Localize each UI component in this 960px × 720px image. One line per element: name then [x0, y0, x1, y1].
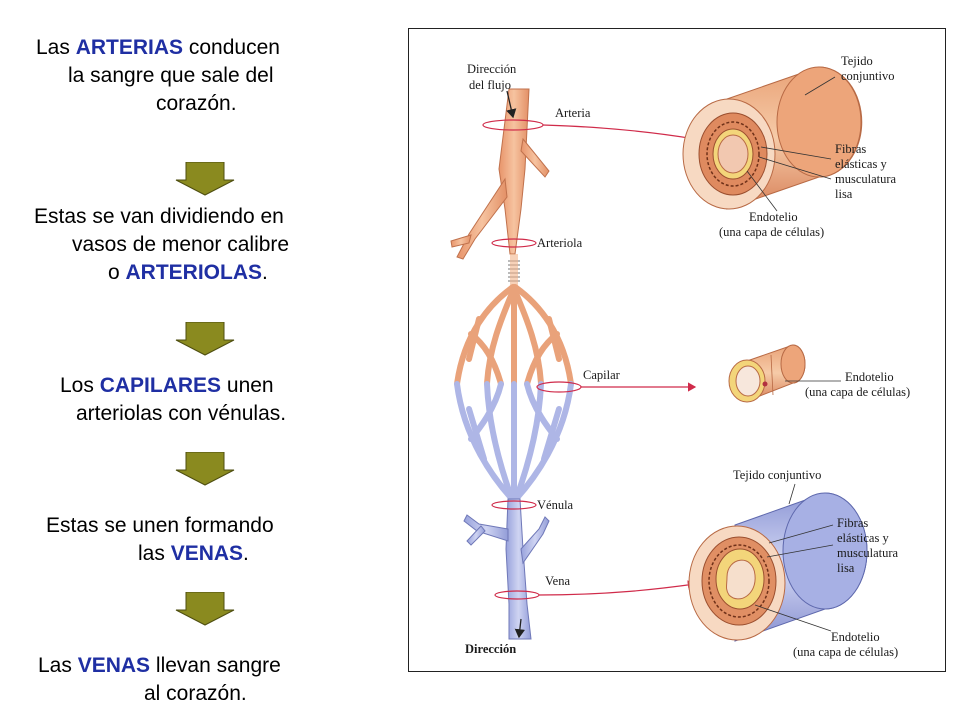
step-text: al corazón. — [144, 682, 247, 705]
step-text: arteriolas con vénulas. — [76, 402, 287, 425]
step-line: la sangre que sale del — [0, 62, 400, 90]
artery-fibras-label: lisa — [835, 187, 853, 201]
label-arteria: Arteria — [555, 106, 591, 120]
step-text: vasos de menor calibre — [72, 233, 290, 256]
vessel-diagram: Dirección del flujo Arteria Arteriola Ca… — [450, 54, 910, 659]
flow-direction-label: Dirección — [467, 62, 517, 76]
vessel-tree — [450, 88, 697, 640]
capillary-cross-section — [728, 344, 806, 403]
flow-direction-label: del flujo — [469, 78, 511, 92]
artery-endotelio-label: Endotelio — [749, 210, 798, 224]
highlight-term: VENAS — [77, 654, 151, 677]
label-venula: Vénula — [537, 498, 574, 512]
vein-fibras-label: musculatura — [837, 546, 899, 560]
step-venas: Estas se unen formando las VENAS. — [0, 512, 400, 568]
vein-endotelio-label: (una capa de células) — [793, 645, 898, 659]
step-text: las — [138, 542, 171, 565]
highlight-term: ARTERIOLAS — [125, 261, 263, 284]
vein-fibras-label: Fibras — [837, 516, 868, 530]
label-capilar: Capilar — [583, 368, 621, 382]
down-arrow-icon — [175, 452, 235, 486]
step-line: al corazón. — [0, 680, 400, 708]
step-line: Las VENAS llevan sangre — [0, 652, 400, 680]
step-line: las VENAS. — [0, 540, 400, 568]
highlight-term: ARTERIAS — [75, 36, 184, 59]
step-text: Estas se van dividiendo en — [34, 205, 284, 228]
capillary-endotelio-label: Endotelio — [845, 370, 894, 384]
step-line: corazón. — [0, 90, 400, 118]
highlight-term: CAPILARES — [99, 374, 222, 397]
artery-tejido-label: Tejido — [841, 54, 873, 68]
down-arrow-icon — [175, 592, 235, 626]
step-text: corazón. — [156, 92, 237, 115]
step-text: conducen — [183, 36, 280, 59]
step-text: llevan sangre — [150, 654, 281, 677]
step-line: Las ARTERIAS conducen — [0, 34, 400, 62]
step-text: la sangre que sale del — [68, 64, 274, 87]
label-arteriola: Arteriola — [537, 236, 583, 250]
artery-cross-section — [682, 66, 863, 210]
down-arrow-icon — [175, 322, 235, 356]
step-text: Las — [36, 36, 76, 59]
artery-fibras-label: Fibras — [835, 142, 866, 156]
step-text: Los — [60, 374, 100, 397]
step-line: arteriolas con vénulas. — [0, 400, 400, 428]
vein-endotelio-label: Endotelio — [831, 630, 880, 644]
step-text: . — [262, 261, 268, 284]
capillary-endotelio-label: (una capa de células) — [805, 385, 910, 399]
step-text: unen — [221, 374, 274, 397]
label-vena: Vena — [545, 574, 570, 588]
artery-fibras-label: elásticas y — [835, 157, 887, 171]
vein-fibras-label: elásticas y — [837, 531, 889, 545]
vein-tejido-label: Tejido conjuntivo — [733, 468, 821, 482]
flow-direction-bottom-label: Dirección — [465, 642, 516, 656]
artery-tejido-label: conjuntivo — [841, 69, 894, 83]
step-text: o — [108, 261, 126, 284]
vein-cross-section — [688, 492, 868, 642]
step-line: Estas se van dividiendo en — [0, 203, 400, 231]
step-line: vasos de menor calibre — [0, 231, 400, 259]
step-text: Estas se unen formando — [46, 514, 274, 537]
artery-fibras-label: musculatura — [835, 172, 897, 186]
step-line: o ARTERIOLAS. — [0, 259, 400, 287]
step-line: Estas se unen formando — [0, 512, 400, 540]
step-text: Las — [38, 654, 78, 677]
down-arrow-icon — [175, 162, 235, 196]
step-text: . — [243, 542, 249, 565]
step-line: Los CAPILARES unen — [0, 372, 400, 400]
step-arteriolas: Estas se van dividiendo en vasos de menor… — [0, 203, 400, 287]
highlight-term: VENAS — [170, 542, 244, 565]
artery-endotelio-label: (una capa de células) — [719, 225, 824, 239]
vein-fibras-label: lisa — [837, 561, 855, 575]
vessel-diagram-panel: Dirección del flujo Arteria Arteriola Ca… — [408, 28, 946, 672]
